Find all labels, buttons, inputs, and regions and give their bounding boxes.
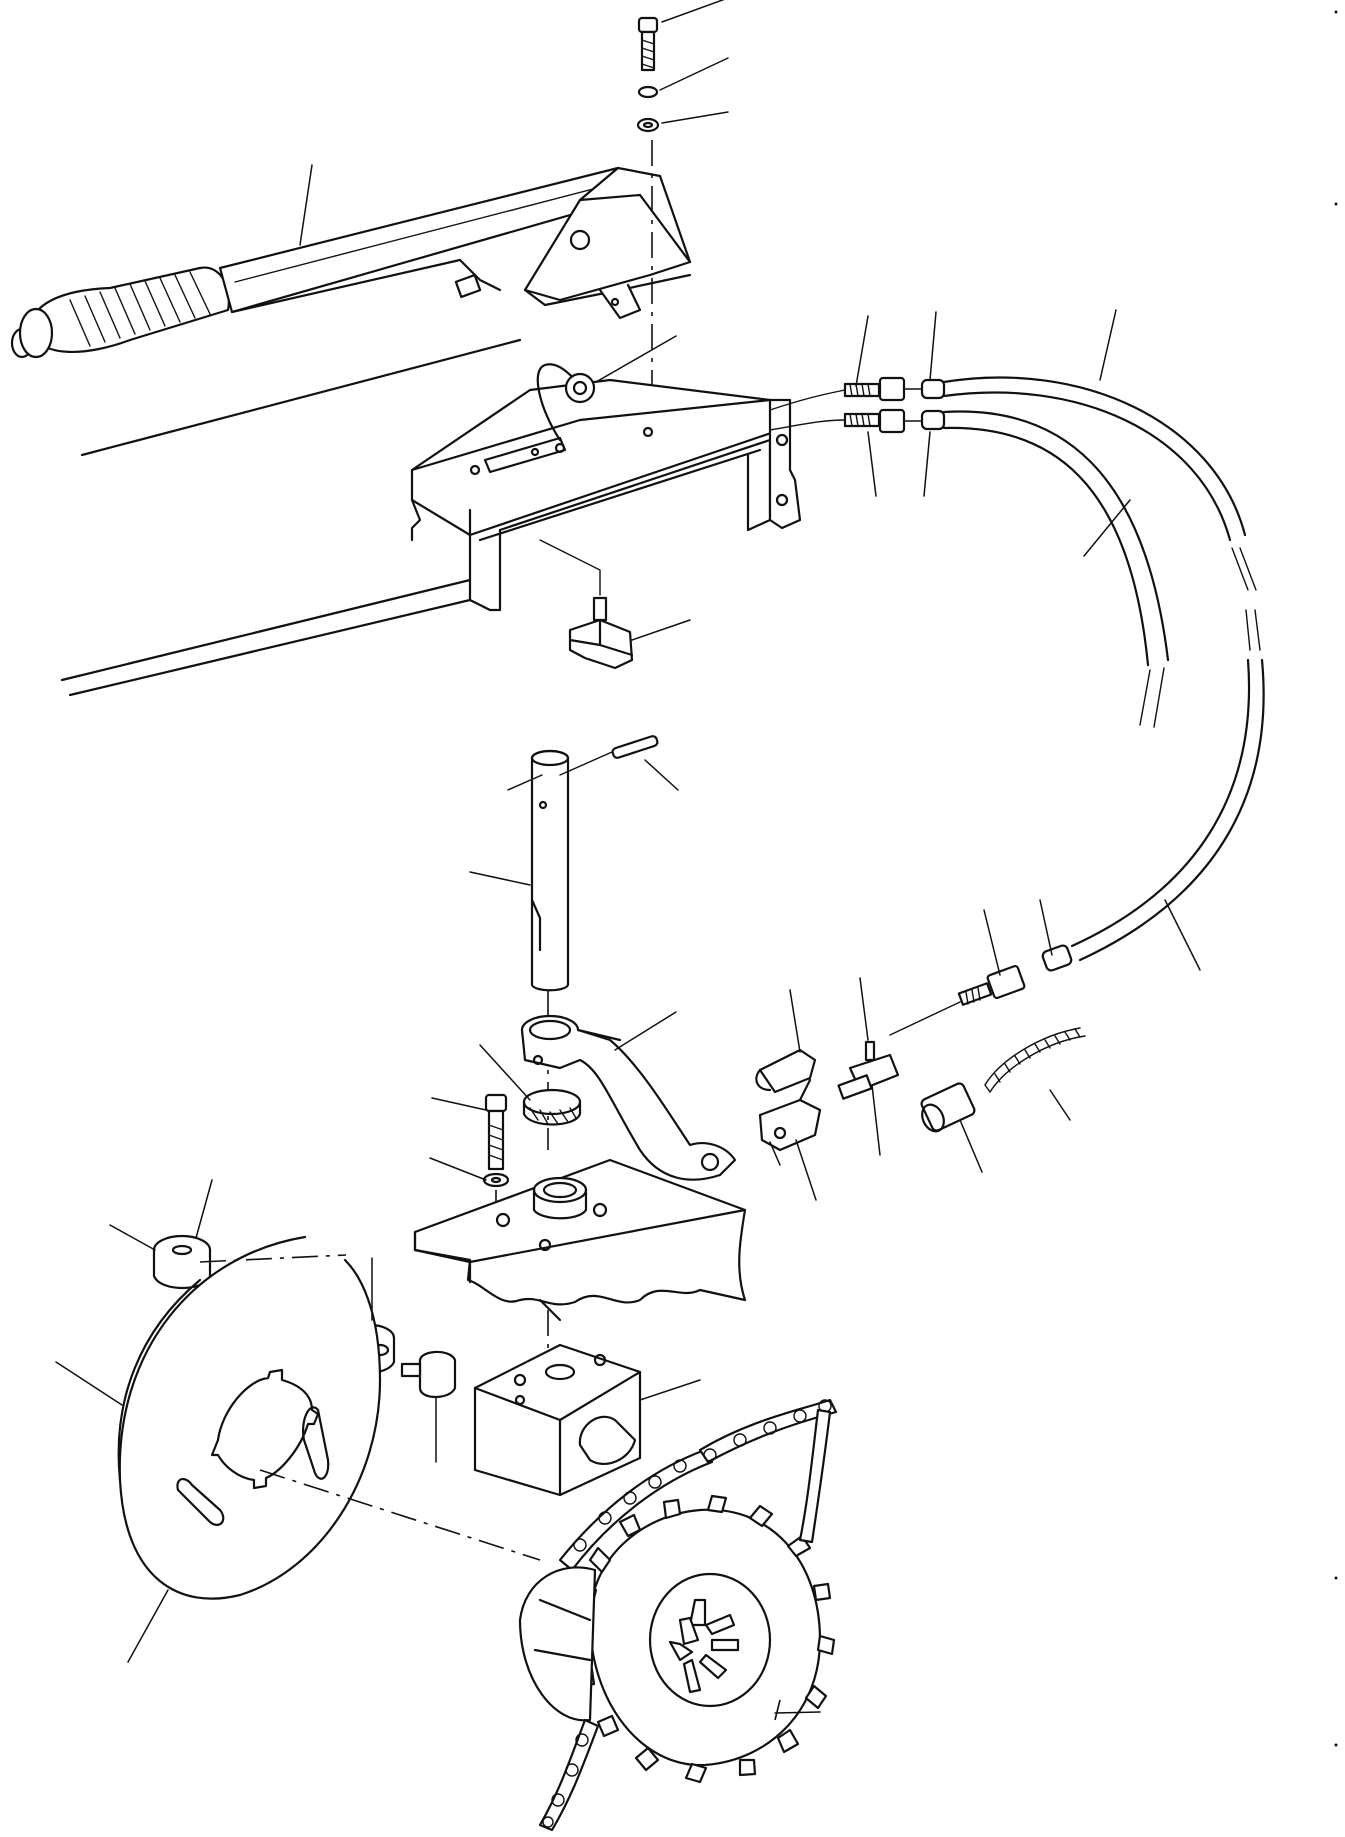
actuator-block bbox=[473, 1343, 642, 1497]
brake-cables-upper bbox=[769, 376, 1257, 728]
pivot-shaft bbox=[530, 735, 659, 1150]
brake-cable-lower bbox=[889, 609, 1265, 1133]
mounting-frame bbox=[60, 338, 802, 697]
return-spring bbox=[984, 1027, 1086, 1093]
corner-marks bbox=[1334, 10, 1338, 1747]
brake-disc bbox=[117, 1235, 541, 1600]
hand-brake-lever bbox=[10, 166, 692, 359]
brake-arm bbox=[520, 1014, 737, 1181]
sleeve-nut bbox=[920, 1082, 976, 1133]
roll-pin bbox=[559, 735, 659, 776]
spline-hub bbox=[668, 1598, 740, 1694]
sprocket-chain bbox=[518, 1398, 838, 1832]
top-bolt-assembly bbox=[636, 16, 660, 430]
arm-bolt bbox=[482, 1093, 510, 1225]
leader-lines bbox=[55, 0, 1201, 1714]
arm-bushing bbox=[522, 1088, 582, 1126]
brake-switch bbox=[539, 539, 634, 670]
clevis-assembly bbox=[755, 1040, 900, 1152]
base-plate bbox=[413, 1158, 747, 1355]
